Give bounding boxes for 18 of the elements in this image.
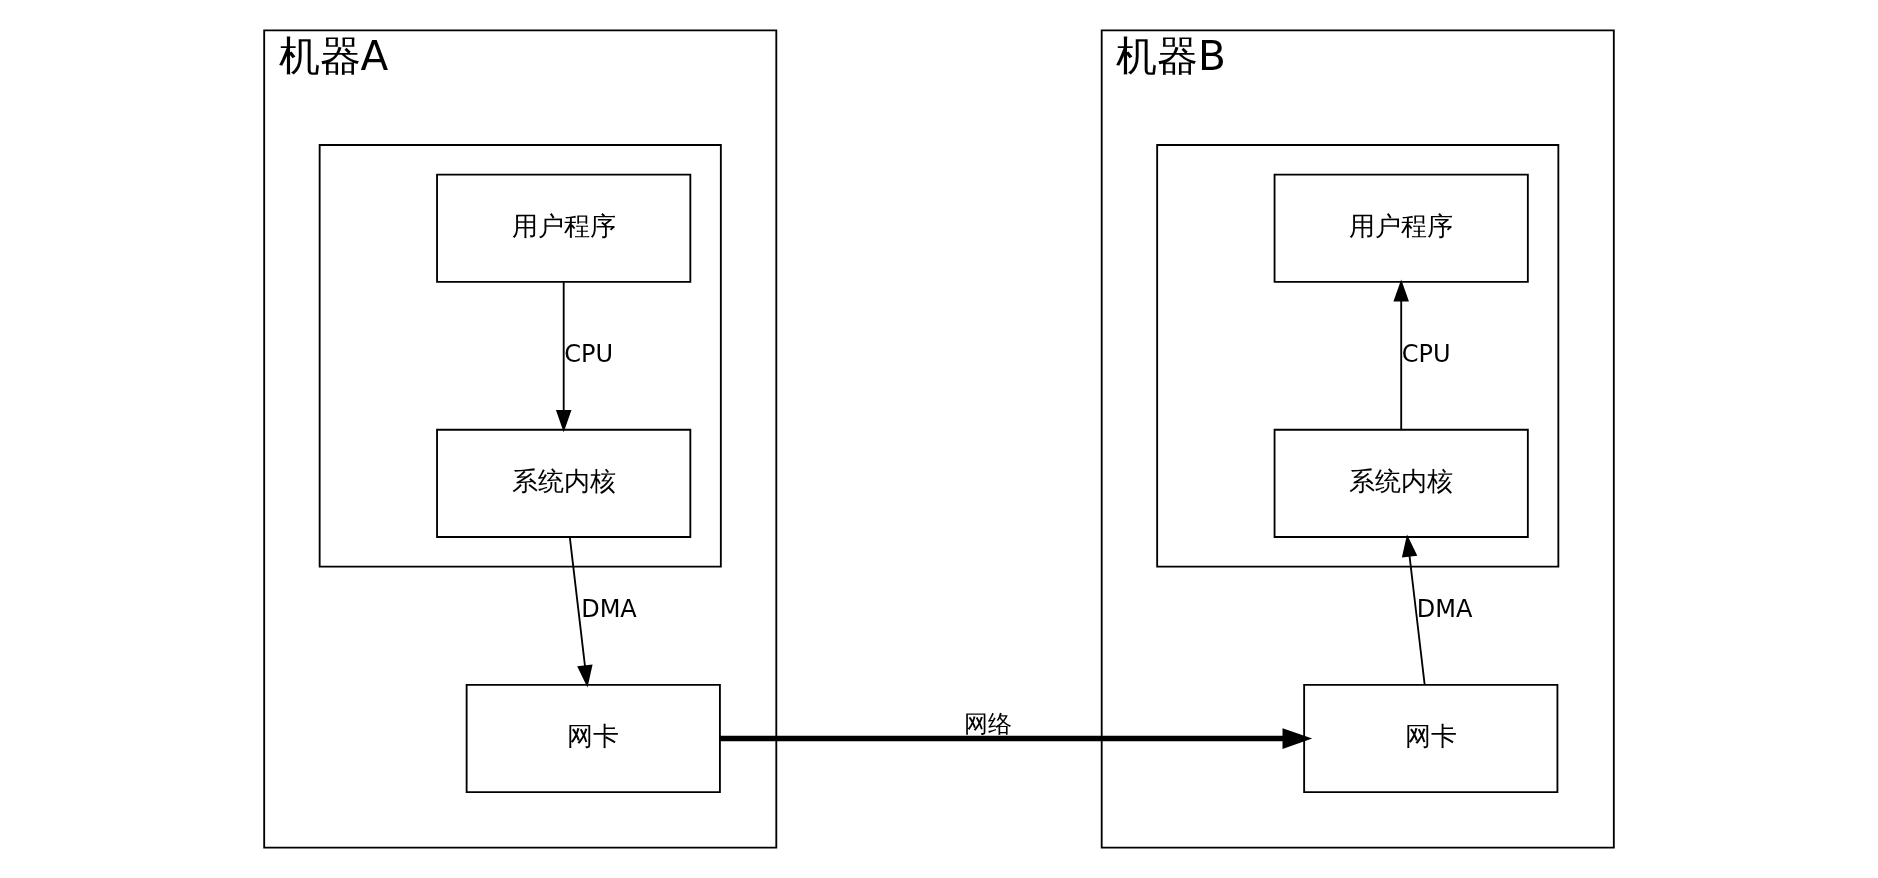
node-box: 用户程序	[436, 173, 692, 283]
edge-label: DMA	[1416, 595, 1473, 624]
cluster	[318, 144, 722, 568]
edge-label: CPU	[564, 340, 614, 369]
arrow	[568, 536, 593, 688]
arrow	[720, 728, 1313, 749]
edge-label: DMA	[581, 595, 637, 624]
cluster	[1156, 144, 1560, 568]
arrow	[555, 281, 572, 433]
node-box: 用户程序	[1273, 173, 1529, 283]
node-box: 系统内核	[436, 428, 692, 538]
arrow	[1401, 534, 1426, 686]
node-box: 网卡	[465, 683, 721, 794]
node-box: 系统内核	[1273, 428, 1529, 538]
edge-label: CPU	[1401, 340, 1451, 369]
node-box: 网卡	[1303, 683, 1559, 794]
arrow	[1393, 279, 1409, 431]
edge-label: 网络	[964, 709, 1013, 738]
